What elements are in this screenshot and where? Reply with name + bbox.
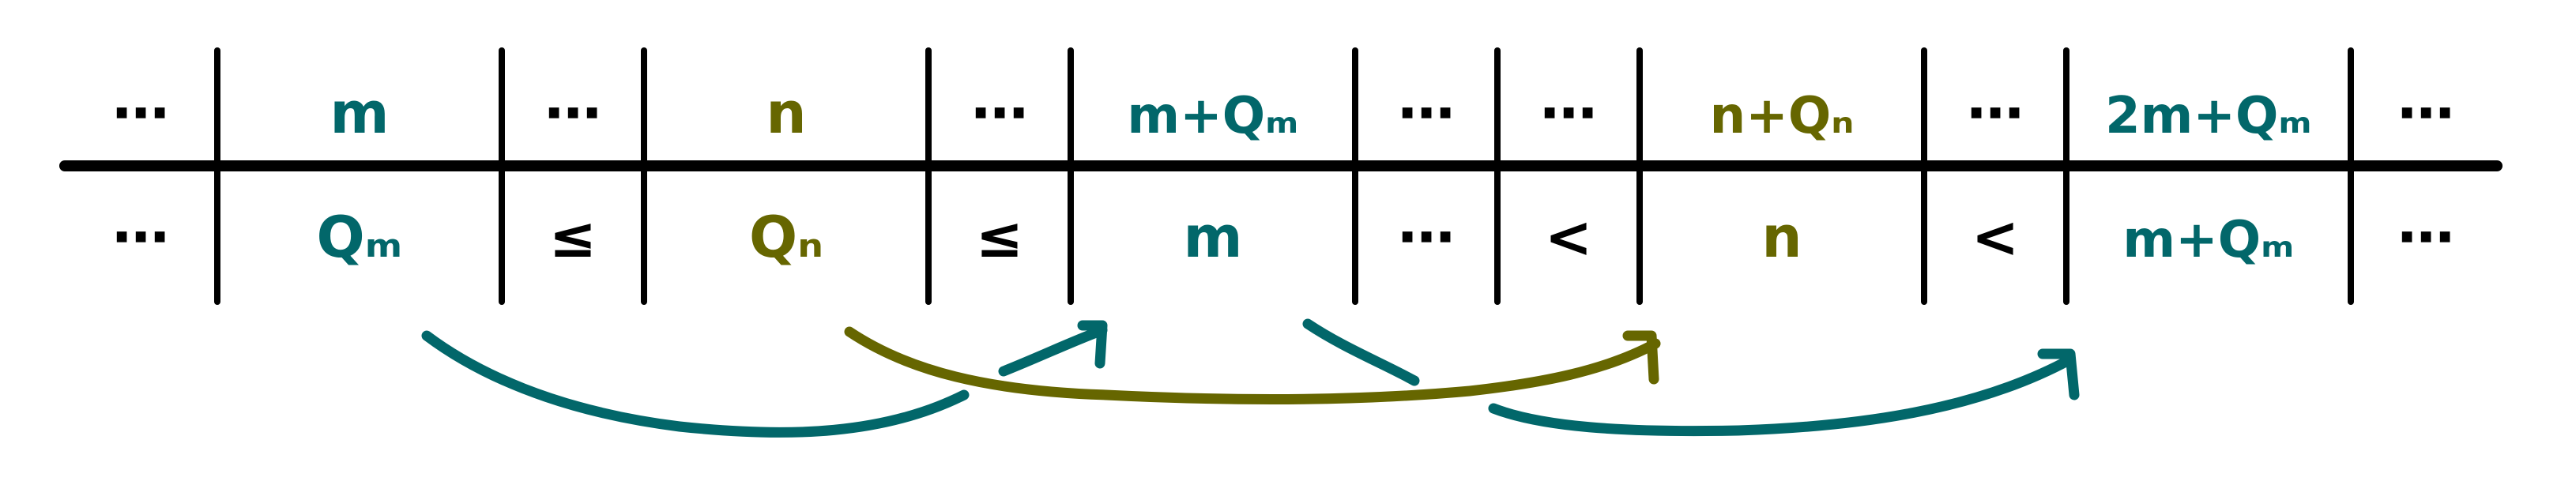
arrowhead-icon [1077, 320, 1108, 369]
bottom-row-cell: ⋯ [112, 204, 169, 270]
top-row-cell: 2m+Qₘ [2105, 87, 2312, 145]
arrow-teal [1302, 318, 1420, 386]
top-row-cell: ⋯ [544, 80, 601, 146]
top-row-cell: ⋯ [112, 80, 169, 146]
top-row-cell: n [766, 80, 806, 146]
arrowhead-icon [2037, 348, 2080, 400]
arrow-segment [998, 325, 1108, 377]
bottom-row-cell: < [1972, 204, 2019, 270]
bottom-row-cell: < [1545, 204, 1592, 270]
bottom-row-cell: ≤ [976, 204, 1023, 270]
bottom-row-cell: n [1761, 204, 1802, 270]
bottom-row-cell: m [1183, 204, 1242, 270]
bottom-row-cell: m+Qₘ [2122, 211, 2294, 269]
top-row-cell: ⋯ [971, 80, 1028, 146]
top-row-cell: ⋯ [1398, 80, 1455, 146]
bottom-row-cell: Qₘ [317, 204, 403, 270]
bottom-row-cell: ⋯ [1398, 204, 1455, 270]
arrow-segment [1488, 354, 2076, 437]
grid-lines [59, 47, 2503, 305]
top-row-cell: m [330, 80, 389, 146]
top-row-cell: ⋯ [2397, 80, 2454, 146]
top-row-cell: m+Qₘ [1127, 87, 1298, 145]
bottom-row-cell: ≤ [549, 204, 597, 270]
arrow-teal [421, 330, 970, 438]
bottom-row: ⋯ Qₘ ≤ Qₙ ≤ m ⋯ < n < m+Qₘ ⋯ [112, 204, 2454, 270]
bottom-row-cell: ⋯ [2397, 204, 2454, 270]
top-row: ⋯ m ⋯ n ⋯ m+Qₘ ⋯ ⋯ n+Qₙ ⋯ 2m+Qₘ ⋯ [112, 80, 2454, 146]
top-row-cell: ⋯ [1540, 80, 1597, 146]
bottom-row-cell: Qₙ [749, 204, 823, 270]
top-row-cell: n+Qₙ [1710, 87, 1855, 145]
arrowhead-icon [1622, 330, 1659, 385]
top-row-cell: ⋯ [1967, 80, 2024, 146]
arrows [421, 318, 2080, 438]
arrow-olive [844, 326, 1661, 404]
